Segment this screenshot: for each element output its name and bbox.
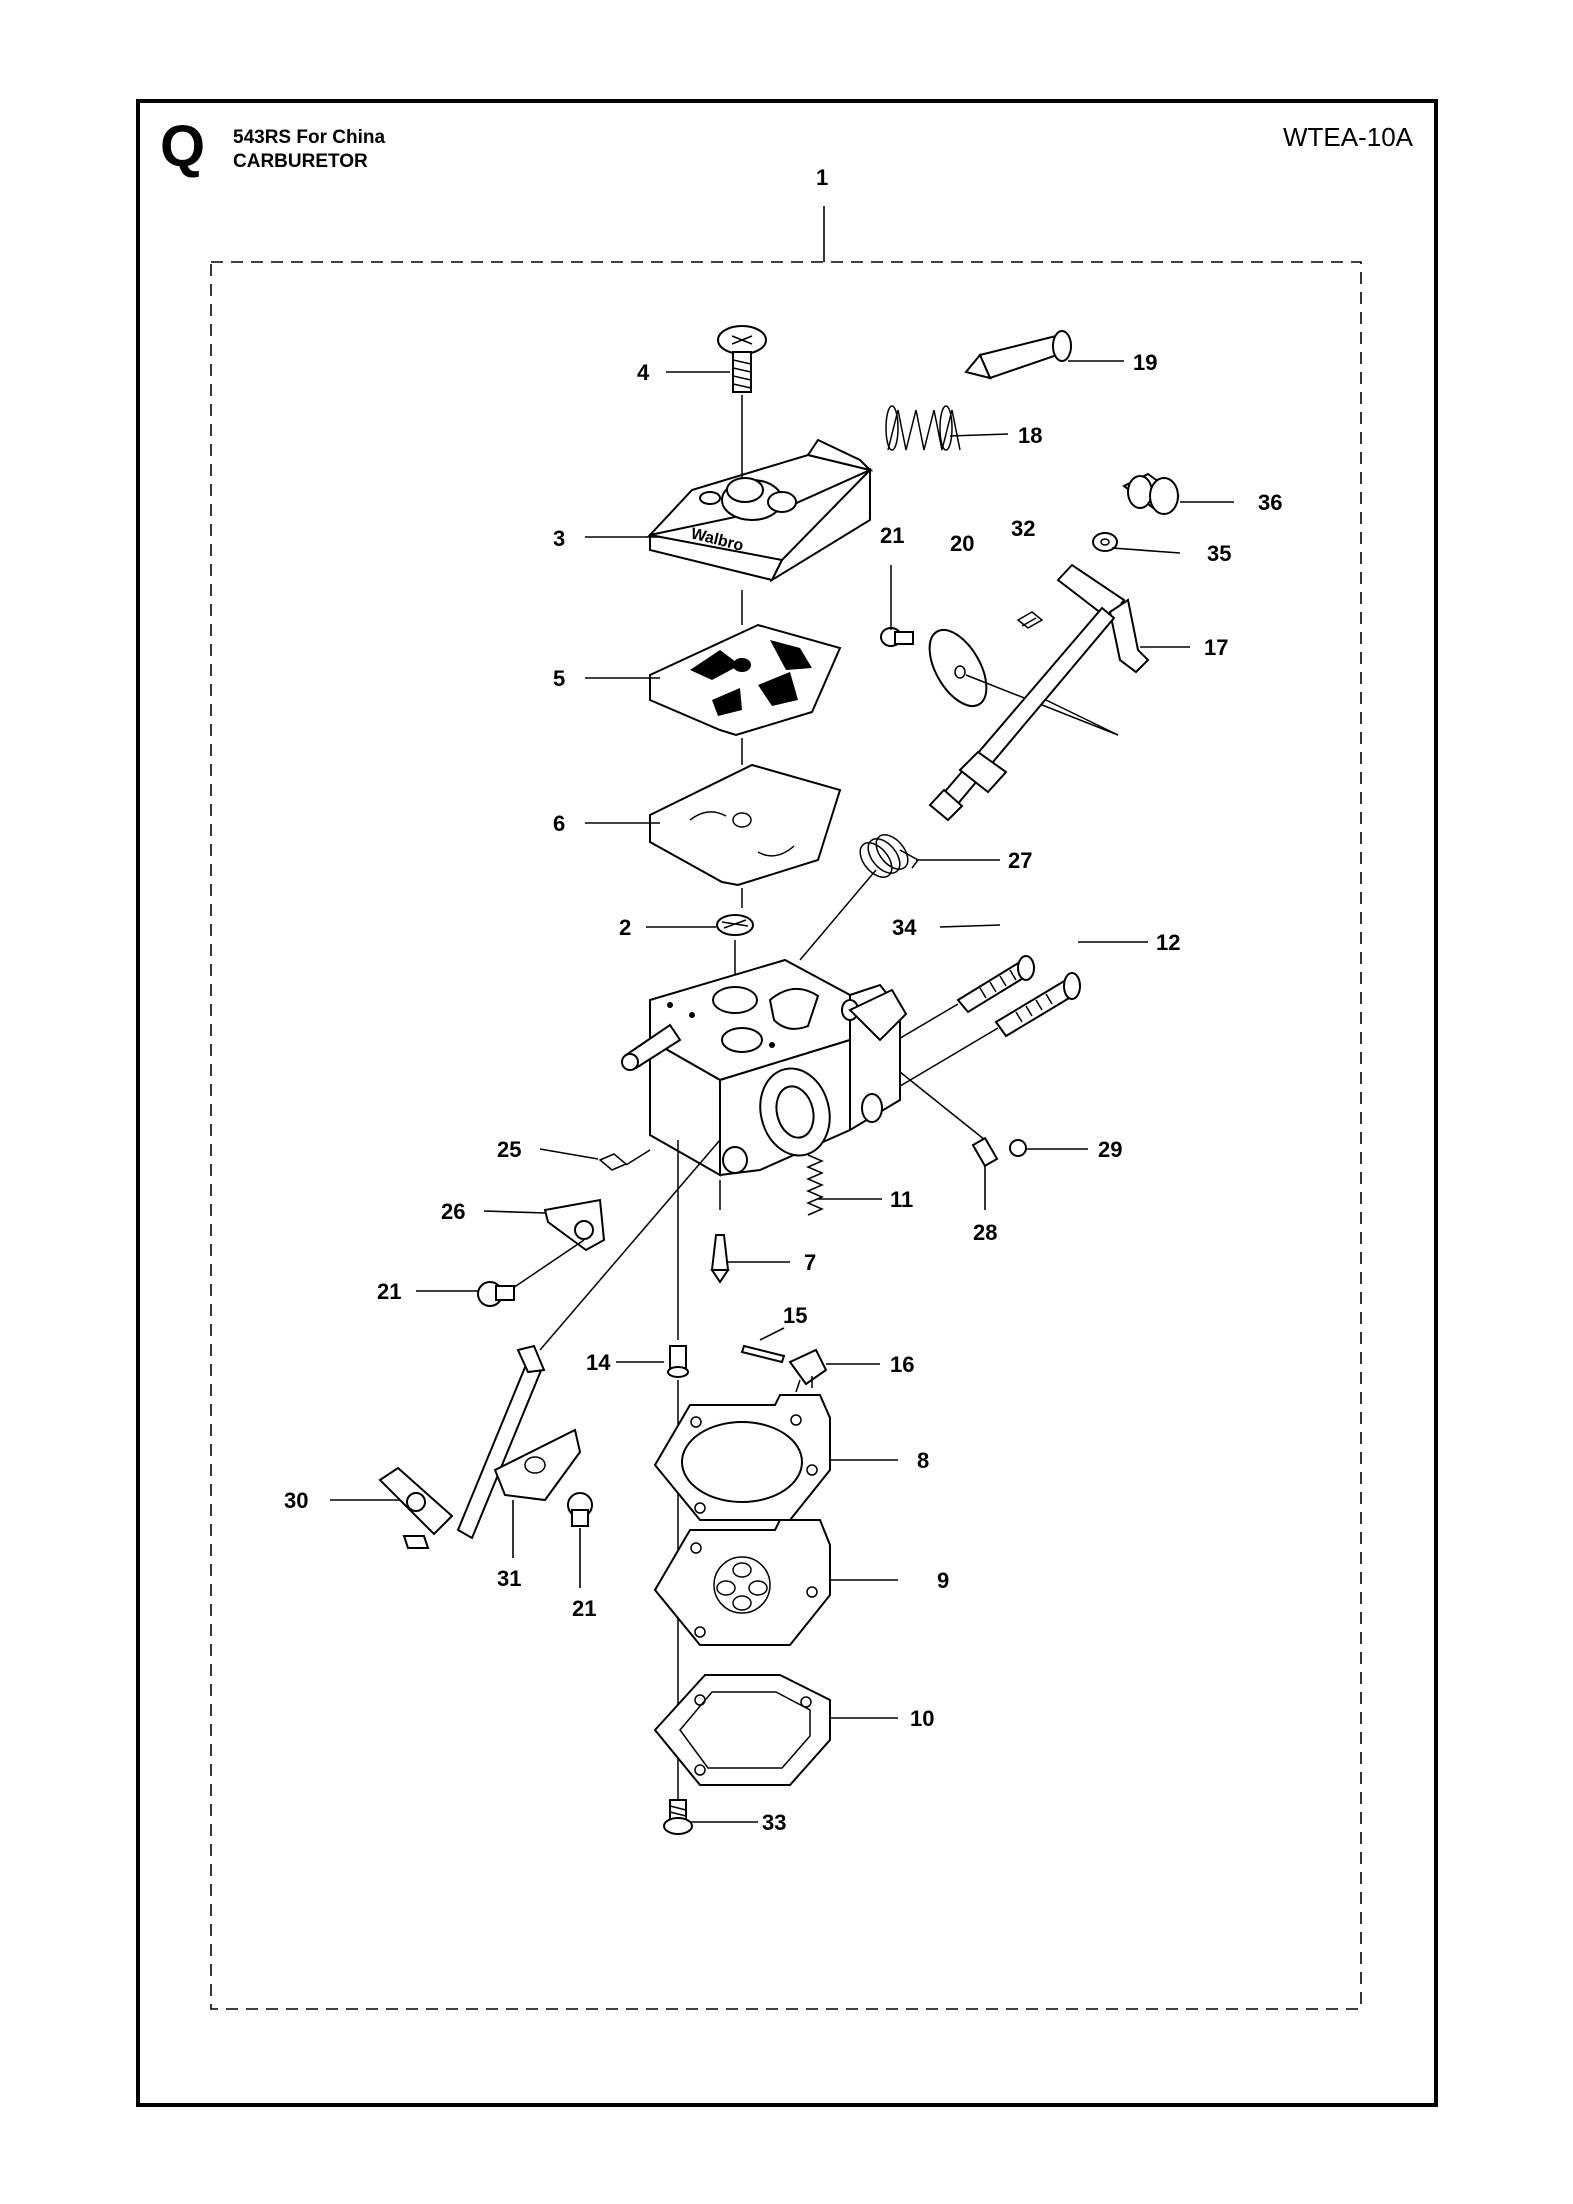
axis-26-21 — [509, 1239, 585, 1291]
part-3-pump-cover: Walbro — [647, 438, 874, 583]
label-part-34: 34 — [892, 915, 917, 940]
part-19-needle — [964, 330, 1072, 380]
part-30-choke-shaft — [378, 1344, 546, 1549]
part-36-cap — [1122, 472, 1180, 515]
part-4-screw — [717, 325, 767, 393]
section-letter: Q — [160, 114, 206, 179]
part-21-screw-left — [477, 1281, 515, 1307]
part-32-clip — [1016, 611, 1044, 629]
label-part-29: 29 — [1098, 1137, 1122, 1162]
part-7-needle — [710, 1234, 730, 1284]
label-part-36: 36 — [1258, 490, 1282, 515]
label-part-4: 4 — [637, 360, 650, 385]
group-title: CARBURETOR — [233, 151, 368, 172]
label-part-7: 7 — [804, 1250, 816, 1275]
drawing-code: WTEA-10A — [1283, 122, 1414, 152]
label-part-18: 18 — [1018, 423, 1042, 448]
part-31-choke-plate — [493, 1428, 582, 1502]
part-21-screw-top — [880, 627, 914, 647]
part-18-spring — [885, 405, 961, 451]
part-33-screw — [663, 1799, 693, 1835]
label-part-27: 27 — [1008, 848, 1032, 873]
part-14-screw — [667, 1345, 689, 1378]
part-9-diaphragm — [653, 1519, 831, 1646]
label-part-1: 1 — [816, 165, 828, 190]
label-part-35: 35 — [1207, 541, 1231, 566]
part-8-gasket — [653, 1394, 831, 1521]
carburetor-body — [621, 958, 908, 1177]
label-part-14: 14 — [586, 1350, 611, 1375]
label-part-19: 19 — [1133, 350, 1157, 375]
label-part-33: 33 — [762, 1810, 786, 1835]
label-part-31: 31 — [497, 1566, 521, 1591]
label-part-3: 3 — [553, 526, 565, 551]
part-34-screw — [956, 955, 1035, 1014]
model-title: 543RS For China — [233, 127, 386, 148]
label-part-21-top: 21 — [880, 523, 904, 548]
axis-30-body — [539, 1139, 721, 1351]
label-part-26: 26 — [441, 1199, 465, 1224]
label-part-25: 25 — [497, 1137, 521, 1162]
label-part-15: 15 — [783, 1303, 807, 1328]
label-part-5: 5 — [553, 666, 565, 691]
part-number-labels: 1 4 19 18 36 3 21 20 32 35 17 5 6 27 2 3… — [284, 165, 1282, 1835]
part-27-spring — [859, 834, 920, 878]
label-part-9: 9 — [937, 1568, 949, 1593]
label-part-20: 20 — [950, 531, 974, 556]
label-part-30: 30 — [284, 1488, 308, 1513]
assembly-boundary — [210, 261, 1362, 2010]
label-part-11: 11 — [890, 1187, 913, 1212]
part-20-throttle-plate — [928, 629, 988, 707]
axis-27-body — [799, 869, 877, 961]
label-part-10: 10 — [910, 1706, 934, 1731]
leader-lines — [330, 360, 1234, 1823]
axis-17 — [1045, 699, 1119, 736]
label-part-21-left: 21 — [377, 1279, 401, 1304]
label-part-2: 2 — [619, 915, 631, 940]
label-part-17: 17 — [1204, 635, 1228, 660]
part-35-washer — [1092, 532, 1118, 552]
part-2-screen — [716, 914, 754, 936]
part-12-screw — [994, 972, 1081, 1038]
part-21-screw-bottom — [567, 1492, 593, 1527]
label-part-32: 32 — [1011, 516, 1035, 541]
axis-25-body — [625, 1149, 651, 1166]
part-15-pin — [740, 1344, 786, 1364]
label-part-16: 16 — [890, 1352, 914, 1377]
part-25-clip — [598, 1153, 628, 1171]
part-10-gasket — [653, 1674, 831, 1786]
axis-body-28 — [899, 1071, 986, 1141]
part-16-lever — [788, 1348, 828, 1393]
label-part-6: 6 — [553, 811, 565, 836]
label-part-28: 28 — [973, 1220, 997, 1245]
part-28-screw — [971, 1136, 999, 1168]
part-5-gasket — [649, 623, 842, 737]
part-26-lever — [543, 1198, 606, 1252]
part-29-ball — [1009, 1139, 1027, 1157]
label-part-8: 8 — [917, 1448, 929, 1473]
part-11-spring — [806, 1154, 824, 1216]
part-17-throttle-shaft — [928, 563, 1150, 822]
label-part-21-bottom: 21 — [572, 1596, 596, 1621]
page-frame — [136, 99, 1438, 2107]
part-6-diaphragm — [649, 763, 842, 887]
label-part-12: 12 — [1156, 930, 1180, 955]
